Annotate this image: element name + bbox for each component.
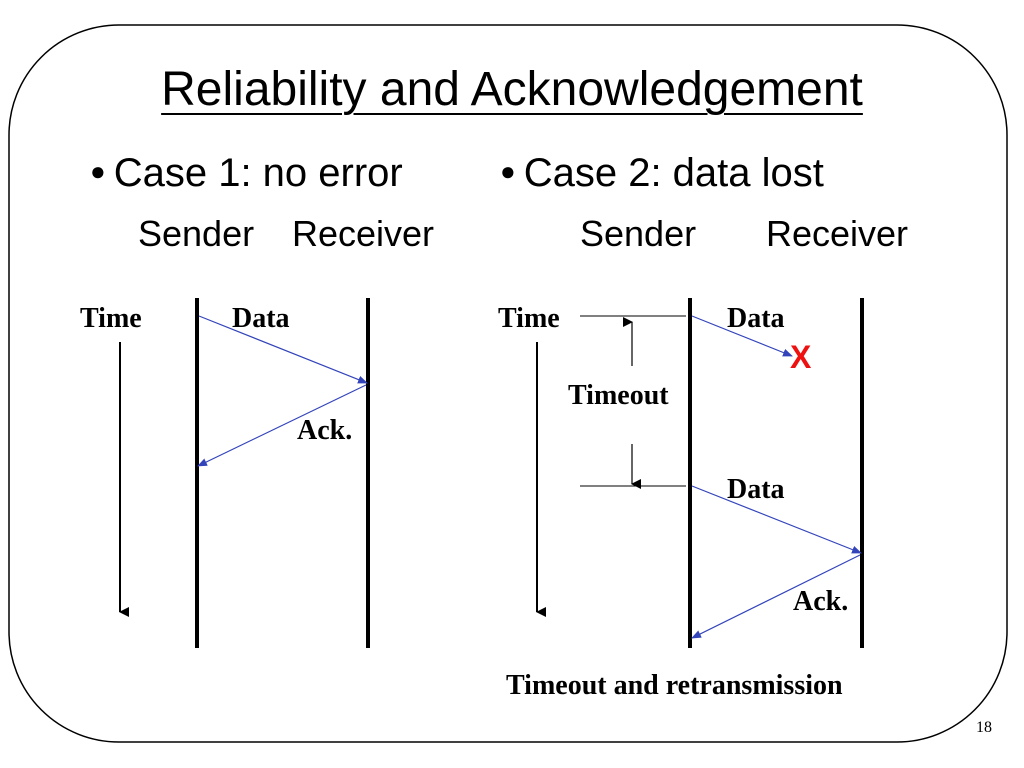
case2-time-label: Time	[498, 303, 560, 334]
case2-data-label-1: Data	[727, 303, 785, 334]
slide-border	[8, 24, 1008, 743]
case2-retransmit-data-arrow	[691, 485, 862, 554]
case2-data-label-2: Data	[727, 474, 785, 505]
case2-timeout-label: Timeout	[568, 380, 669, 411]
case2-lost-data-arrow	[691, 315, 793, 357]
case2-heading: ●Case 2: data lost	[500, 153, 824, 193]
case1-time-label: Time	[80, 303, 142, 334]
case1-heading-text: Case 1: no error	[113, 151, 403, 195]
case2-ack-arrow	[691, 554, 861, 639]
slide-title: Reliability and Acknowledgement	[161, 63, 863, 116]
case1-receiver-label: Receiver	[292, 213, 435, 254]
case2-receiver-label: Receiver	[766, 213, 909, 254]
case2-caption: Timeout and retransmission	[506, 670, 843, 701]
page-number: 18	[976, 719, 992, 736]
case2-diagram	[536, 298, 864, 648]
lost-marker-icon: X	[790, 339, 812, 375]
case2-sender-label: Sender	[580, 213, 697, 254]
case1-ack-arrow	[197, 384, 367, 467]
case1-heading: ●Case 1: no error	[90, 153, 403, 193]
case1-ack-label: Ack.	[297, 415, 353, 446]
case1-diagram	[119, 298, 370, 648]
case1-data-label: Data	[232, 303, 290, 334]
case2-heading-text: Case 2: data lost	[523, 151, 824, 195]
bullet-icon: ●	[90, 156, 106, 186]
case1-data-arrow	[198, 315, 368, 384]
bullet-icon: ●	[500, 156, 516, 186]
case1-sender-label: Sender	[138, 213, 255, 254]
case2-ack-label: Ack.	[793, 586, 849, 617]
